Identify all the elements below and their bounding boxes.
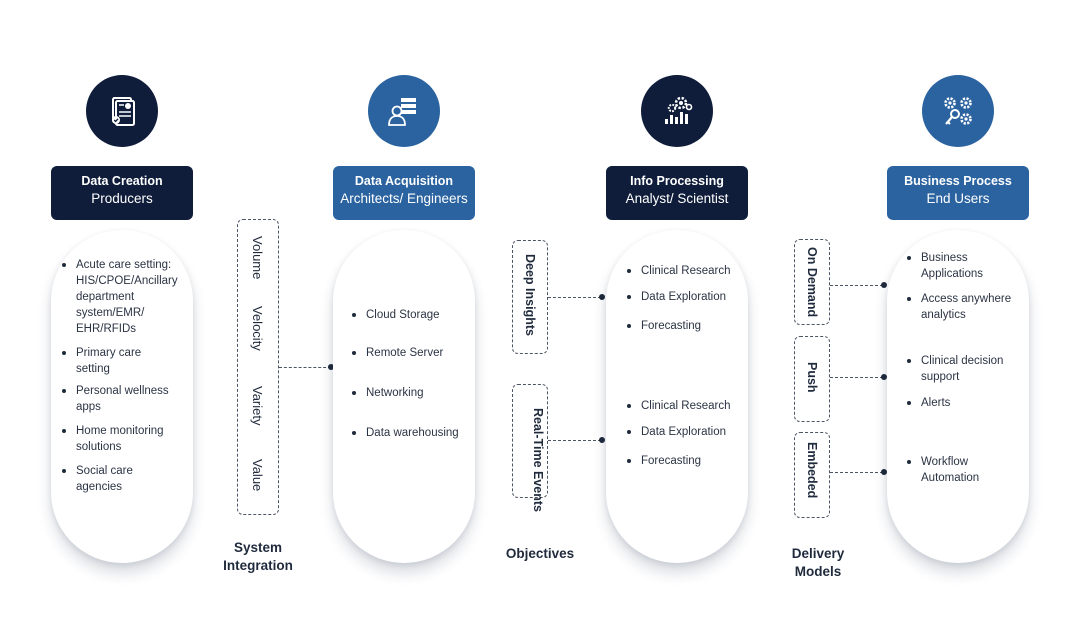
data-creation-header: Data Creation Producers [51, 166, 193, 220]
list-item: Data Exploration [627, 289, 726, 305]
column-title: Data Creation [81, 174, 163, 188]
column-subtitle: Producers [91, 191, 153, 206]
list-item: Forecasting [627, 318, 701, 334]
business-process-icon-circle [922, 75, 994, 147]
deep-insights-label: Deep Insights [523, 254, 537, 336]
list-item: Clinical decision support [907, 353, 1003, 385]
column-subtitle: Analyst/ Scientist [625, 191, 729, 206]
connector-line [548, 297, 601, 298]
business-process-header: Business Process End Users [887, 166, 1029, 220]
data-acquisition-panel [333, 230, 475, 563]
column-subtitle: End Users [926, 191, 990, 206]
list-item: Alerts [907, 395, 950, 411]
system-integration-box [237, 219, 279, 515]
on-demand-box [794, 239, 830, 325]
deep-insights-box [512, 240, 548, 354]
connector-dot [881, 282, 887, 288]
connector-line [548, 440, 601, 441]
list-item: Business Applications [907, 250, 983, 282]
list-item: Workflow Automation [907, 454, 979, 486]
list-item: Access anywhere analytics [907, 291, 1011, 323]
info-processing-panel [606, 230, 748, 563]
objectives-caption: Objectives [505, 546, 575, 561]
data-creation-icon-circle [86, 75, 158, 147]
engineer-server-icon [388, 98, 416, 126]
list-item: Acute care setting: HIS/CPOE/Ancillary d… [62, 257, 178, 337]
push-label: Push [805, 362, 819, 393]
system-integration-caption: System Integration [223, 540, 293, 573]
list-item: Personal wellness apps [62, 383, 169, 415]
data-creation-panel [51, 230, 193, 563]
business-process-panel [887, 230, 1029, 563]
embeded-box [794, 432, 830, 518]
v-value: Value [250, 459, 265, 492]
connector-dot [328, 364, 334, 370]
column-title: Data Acquisition [354, 174, 454, 188]
list-item: Social care agencies [62, 463, 133, 495]
info-processing-header: Info Processing Analyst/ Scientist [606, 166, 748, 220]
list-item: Primary care setting [62, 345, 141, 377]
connector-line [279, 367, 331, 368]
delivery-models-caption: Delivery Models [791, 546, 845, 579]
list-item: Data warehousing [352, 425, 459, 441]
list-item: Cloud Storage [352, 307, 440, 323]
list-item: Clinical Research [627, 263, 730, 279]
info-processing-icon-circle [641, 75, 713, 147]
data-acquisition-icon-circle [368, 75, 440, 147]
list-item: Remote Server [352, 345, 443, 361]
v-velocity: Velocity [250, 306, 265, 351]
gears-key-icon [944, 97, 972, 125]
list-item: Forecasting [627, 453, 701, 469]
data-acquisition-header: Data Acquisition Architects/ Engineers [333, 166, 475, 220]
column-subtitle: Architects/ Engineers [340, 191, 468, 206]
report-icon [112, 97, 135, 126]
connector-dot [881, 374, 887, 380]
connector-line [830, 377, 883, 378]
column-title: Info Processing [630, 174, 724, 188]
v-volume: Volume [250, 236, 265, 280]
connector-dot [881, 469, 887, 475]
embeded-label: Embeded [805, 442, 819, 499]
analytics-gears-icon [665, 96, 693, 124]
v-variety: Variety [250, 386, 265, 426]
list-item: Clinical Research [627, 398, 730, 414]
real-time-events-label: Real-Time Events [531, 408, 545, 512]
list-item: Home monitoring solutions [62, 423, 164, 455]
list-item: Data Exploration [627, 424, 726, 440]
column-title: Business Process [904, 174, 1012, 188]
connector-dot [599, 437, 605, 443]
on-demand-label: On Demand [805, 247, 819, 318]
connector-line [830, 472, 883, 473]
real-time-events-box [512, 384, 548, 498]
list-item: Networking [352, 385, 424, 401]
connector-dot [599, 294, 605, 300]
push-box [794, 336, 830, 422]
connector-line [830, 285, 883, 286]
